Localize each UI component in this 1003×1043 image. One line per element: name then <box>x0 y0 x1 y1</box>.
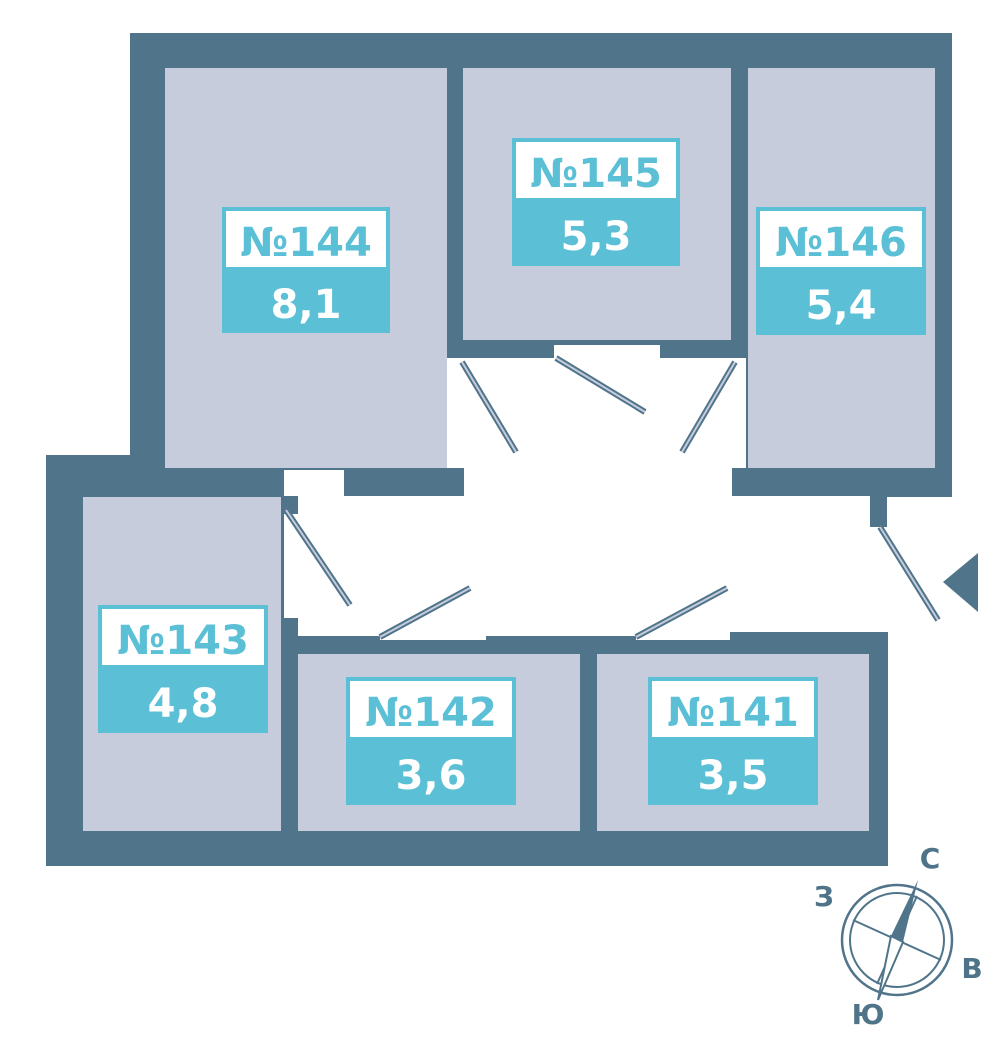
room-area: 5,3 <box>561 214 632 260</box>
label-143-area-box <box>98 669 268 733</box>
wall-bottom-fill <box>46 836 736 866</box>
label-144-num-inner <box>226 211 386 267</box>
wall-stub-144 <box>344 468 464 496</box>
wall-stub-141-right <box>740 636 888 654</box>
label-143[interactable]: №143 4,8 <box>98 605 268 733</box>
door-141-inner <box>635 587 728 638</box>
label-146-num-inner <box>760 211 922 267</box>
label-142-num-inner <box>350 681 512 737</box>
entrance-arrow-icon <box>943 553 978 612</box>
room-number: №144 <box>240 220 372 266</box>
door-inner-lines <box>285 357 939 638</box>
wall-stub-142-left <box>284 636 380 654</box>
wall-stub-145-right <box>660 340 746 358</box>
door-145-inner <box>555 357 646 413</box>
label-144[interactable]: №144 8,1 <box>222 207 390 333</box>
room-area: 8,1 <box>271 282 342 328</box>
door-146-inner <box>681 361 736 453</box>
wall-stub-142-right <box>486 636 636 654</box>
door-142-inner <box>379 587 471 638</box>
wall-stub-146 <box>732 468 888 496</box>
compass-inner-ring <box>849 892 945 988</box>
compass-north-label: С <box>920 842 941 875</box>
label-141-area-box <box>648 741 818 805</box>
room-area: 3,6 <box>396 753 467 799</box>
compass-icon: С В Ю З <box>814 842 983 1031</box>
compass-south-label: Ю <box>852 998 885 1031</box>
label-145-area-box <box>512 202 680 266</box>
room-area: 5,4 <box>806 283 877 329</box>
room-number: №143 <box>117 618 249 664</box>
label-145[interactable]: №145 5,3 <box>512 138 680 266</box>
door-entrance-inner <box>879 526 939 621</box>
door-143-inner <box>285 509 351 606</box>
room-area: 3,5 <box>698 753 769 799</box>
label-142-area-box <box>346 741 516 805</box>
label-146[interactable]: №146 5,4 <box>756 207 926 335</box>
wall-stub-145-left <box>446 340 554 358</box>
room-area: 4,8 <box>148 681 219 727</box>
label-145-num-inner <box>516 142 676 198</box>
room-number: №145 <box>530 151 662 197</box>
door-144-inner <box>461 361 517 453</box>
compass-east-label: В <box>961 952 982 985</box>
corridor-right-opening <box>736 497 886 652</box>
label-144-area-box <box>222 271 390 333</box>
room-number: №146 <box>775 220 907 266</box>
label-143-num-inner <box>102 609 264 665</box>
label-146-area-box <box>756 271 926 335</box>
room-number: №141 <box>667 690 799 736</box>
label-142[interactable]: №142 3,6 <box>346 677 516 805</box>
label-141[interactable]: №141 3,5 <box>648 677 818 805</box>
compass-needle-south <box>877 934 905 1001</box>
room-number: №142 <box>365 690 497 736</box>
compass-west-label: З <box>814 880 834 913</box>
label-141-num-inner <box>652 681 814 737</box>
compass-needle-north <box>891 880 918 942</box>
compass-outer-ring <box>840 883 954 997</box>
